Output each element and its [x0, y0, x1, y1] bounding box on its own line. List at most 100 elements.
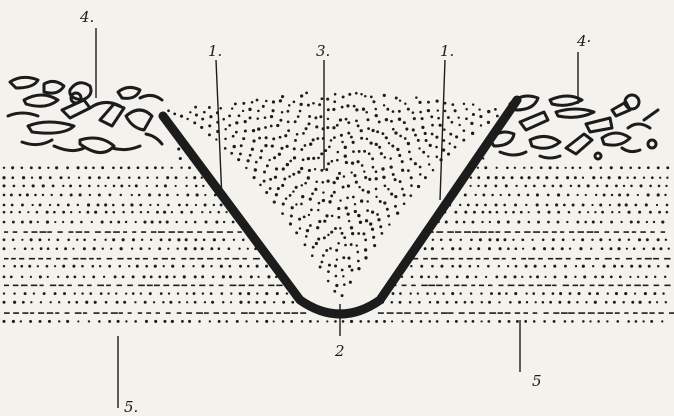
strata-dot [219, 264, 223, 268]
strata-dot [483, 257, 489, 260]
strata-dot [451, 247, 455, 251]
fill-dot [333, 136, 336, 140]
strata-dot [531, 238, 534, 241]
strata-dot [174, 184, 177, 188]
strata-dot [23, 247, 27, 251]
strata-dot [47, 319, 51, 323]
strata-dot [54, 220, 57, 224]
fill-dot [443, 101, 447, 105]
strata-dot [34, 193, 37, 197]
strata-dot [29, 238, 33, 242]
fill-dot [330, 159, 334, 163]
strata-dot [518, 284, 525, 287]
strata-dot [4, 231, 9, 233]
strata-dot [84, 231, 90, 233]
strata-dot [571, 320, 574, 323]
strata-dot [594, 275, 597, 279]
fill-dot [422, 150, 426, 154]
strata-dot [488, 300, 492, 304]
strata-dot [602, 264, 606, 268]
strata-dot [66, 275, 69, 279]
fill-dot [339, 199, 342, 202]
strata-dot [93, 238, 96, 242]
strata-dot [577, 231, 584, 233]
strata-dot [528, 284, 534, 287]
strata-dot [627, 320, 630, 323]
strata-dot [480, 301, 484, 304]
strata-dot [632, 247, 636, 250]
strata-dot [523, 166, 526, 169]
strata-dot [156, 210, 159, 214]
strata-dot [576, 220, 580, 224]
fill-dot [257, 109, 260, 113]
strata-dot [59, 176, 63, 180]
fill-dot [237, 114, 241, 118]
strata-dot [202, 184, 205, 188]
strata-dot [225, 211, 228, 214]
strata-dot [604, 300, 608, 304]
fill-dot [263, 116, 267, 119]
fill-dot [241, 109, 245, 113]
strata-dot [168, 231, 175, 233]
strata-dot [644, 203, 648, 207]
fill-dot [334, 264, 338, 268]
strata-dot [96, 257, 102, 260]
strata-dot [134, 184, 138, 188]
fill-dot [412, 117, 416, 121]
strata-dot [423, 247, 427, 251]
strata-dot [222, 220, 226, 224]
fill-dot [387, 142, 391, 145]
strata-dot [626, 284, 631, 287]
fill-dot [376, 213, 379, 216]
strata-dot [112, 184, 116, 188]
fill-dot [243, 129, 247, 133]
fill-dot [246, 159, 250, 163]
strata-dot [468, 264, 472, 268]
fill-dot [435, 155, 439, 159]
fill-dot [224, 127, 227, 131]
strata-dot [487, 264, 490, 268]
strata-dot [291, 312, 299, 314]
fill-dot [270, 144, 274, 148]
strata-dot [646, 193, 650, 197]
fill-dot [215, 138, 218, 141]
fill-dot [252, 176, 256, 180]
strata-dot [659, 247, 663, 251]
fill-dot [396, 147, 400, 152]
strata-dot [265, 291, 269, 296]
strata-dot [258, 284, 264, 287]
strata-dot [2, 220, 6, 224]
fill-dot [344, 160, 348, 165]
strata-dot [545, 203, 549, 207]
strata-dot [4, 284, 9, 287]
strata-dot [194, 203, 198, 207]
strata-dot [41, 193, 45, 197]
strata-dot [662, 292, 665, 295]
fill-dot [274, 193, 279, 197]
strata-dot [414, 312, 422, 314]
strata-dot [150, 220, 154, 224]
strata-dot [72, 247, 75, 250]
strata-dot [605, 184, 609, 188]
fill-dot [471, 103, 475, 106]
strata-dot [454, 300, 458, 304]
strata-dot [484, 184, 488, 188]
strata-dot [104, 300, 108, 304]
strata-dot [497, 312, 504, 314]
fill-dot [421, 125, 425, 130]
strata-dot [62, 210, 66, 214]
strata-dot [222, 238, 226, 242]
strata-dot [82, 275, 86, 279]
strata-dot [29, 275, 33, 278]
label-5-left: 5. [124, 398, 138, 416]
strata-dot [543, 264, 547, 268]
fill-dot [315, 125, 319, 129]
strata-dot [527, 220, 531, 224]
strata-dot [653, 257, 660, 260]
strata-dot [58, 284, 64, 287]
strata-dot [630, 184, 633, 188]
fill-dot [339, 227, 342, 230]
fill-dot [348, 264, 352, 268]
strata-dot [195, 193, 199, 197]
fill-dot [398, 180, 402, 184]
